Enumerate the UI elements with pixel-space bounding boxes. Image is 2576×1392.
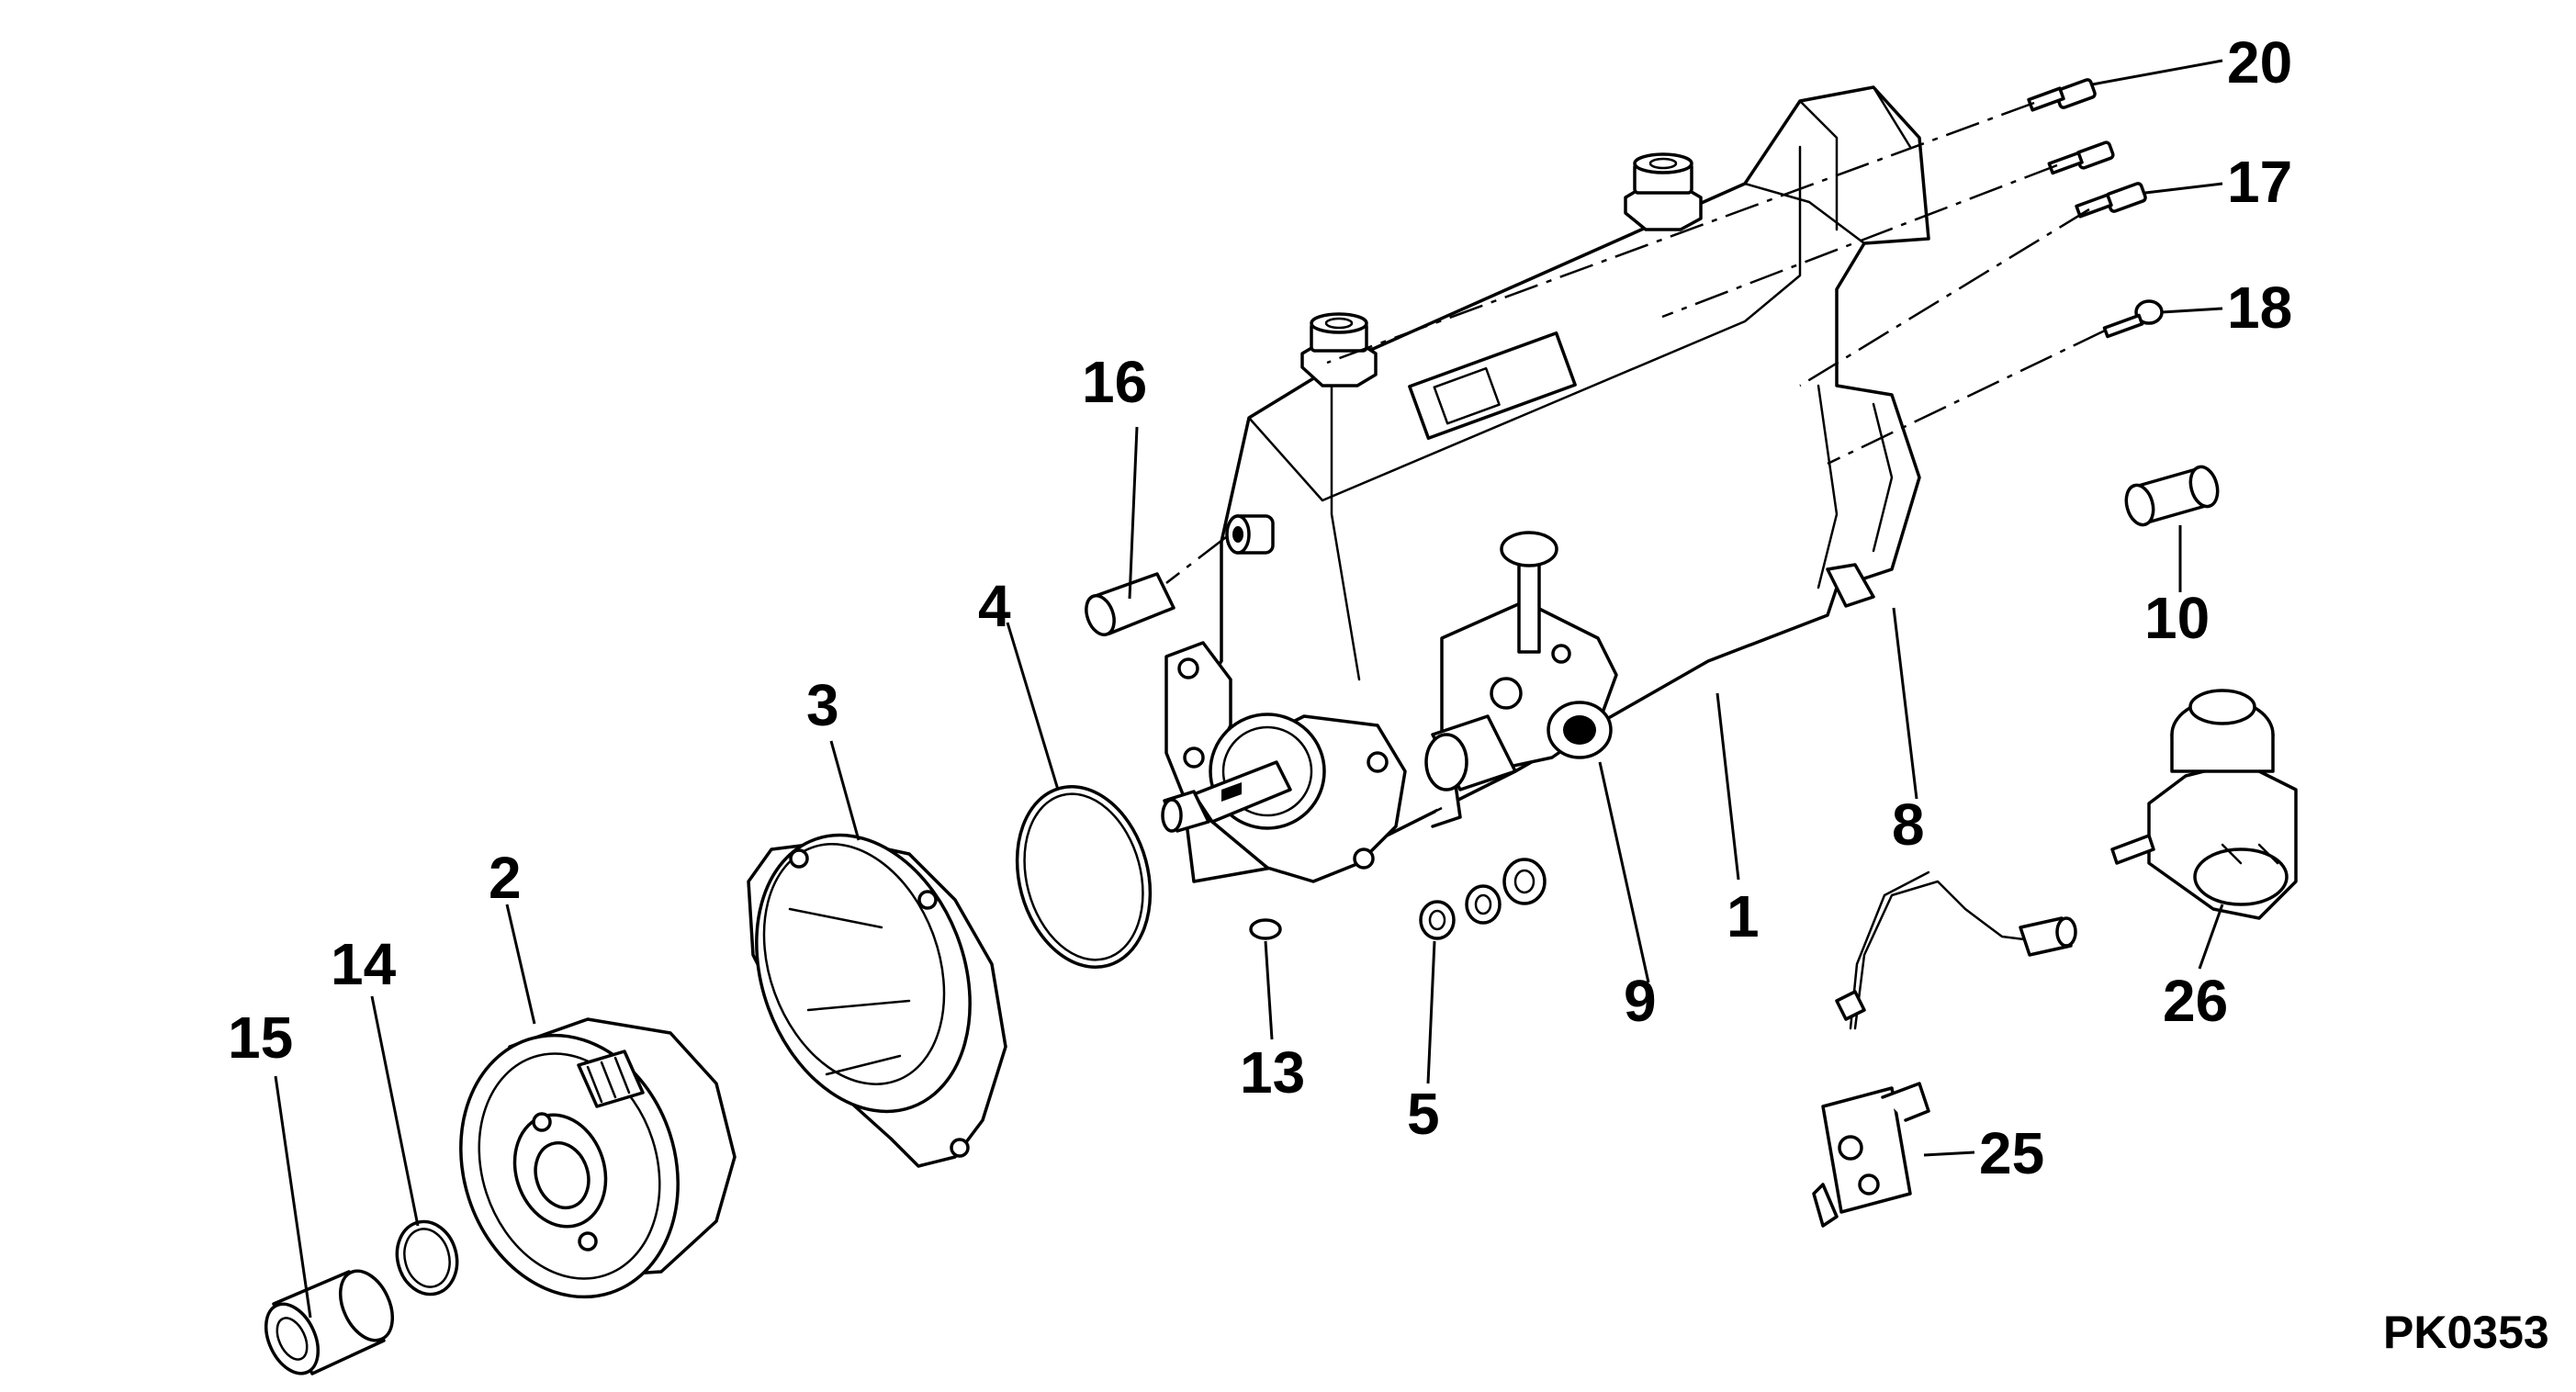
- callout-25: 25: [1979, 1120, 2044, 1186]
- callout-labels: 20 17 18 16 10 4 3 8 2 1 14 9 26 15 13 5…: [228, 29, 2549, 1358]
- callout-17: 17: [2227, 149, 2292, 215]
- sensor-25: [1812, 870, 2077, 1228]
- callout-20: 20: [2227, 29, 2292, 95]
- bolt-extra: [2047, 140, 2115, 175]
- callout-9: 9: [1624, 968, 1657, 1034]
- cap-16: [1085, 572, 1176, 636]
- bushing-10: [2124, 465, 2220, 527]
- side-nut: [1225, 514, 1275, 555]
- washer-5a: [1419, 900, 1456, 940]
- callout-8: 8: [1892, 791, 1925, 858]
- bolt-20: [2027, 78, 2097, 112]
- callout-4: 4: [978, 573, 1011, 639]
- callout-16: 16: [1082, 349, 1147, 415]
- washer-5b: [1465, 884, 1502, 925]
- drawing-code: PK0353: [2383, 1307, 2549, 1358]
- valve-26: [2110, 689, 2298, 920]
- callout-13: 13: [1240, 1039, 1305, 1106]
- housing-3: [747, 833, 1007, 1168]
- snap-ring-14: [395, 1219, 459, 1297]
- gear-2: [459, 1017, 737, 1299]
- rear-bracket: [1826, 563, 1875, 608]
- nut-5c: [1502, 858, 1547, 905]
- stop-lever-assembly: [1424, 531, 1618, 828]
- drive-shaft: [1161, 760, 1292, 833]
- leader-lines: [274, 59, 2224, 1319]
- callout-5: 5: [1407, 1081, 1440, 1147]
- delivery-valve-fitting-right: [1624, 152, 1703, 231]
- callout-3: 3: [806, 672, 839, 738]
- callout-18: 18: [2227, 275, 2292, 341]
- callout-26: 26: [2163, 968, 2228, 1034]
- callout-1: 1: [1727, 883, 1760, 949]
- callout-15: 15: [228, 1005, 293, 1071]
- callout-2: 2: [489, 845, 522, 911]
- sleeve-15: [264, 1269, 395, 1375]
- o-ring-4: [1015, 784, 1153, 970]
- key-13: [1249, 918, 1282, 940]
- callout-14: 14: [331, 931, 397, 997]
- center-lines: [1165, 101, 2106, 833]
- bolt-18: [2102, 299, 2164, 339]
- callout-10: 10: [2144, 585, 2210, 651]
